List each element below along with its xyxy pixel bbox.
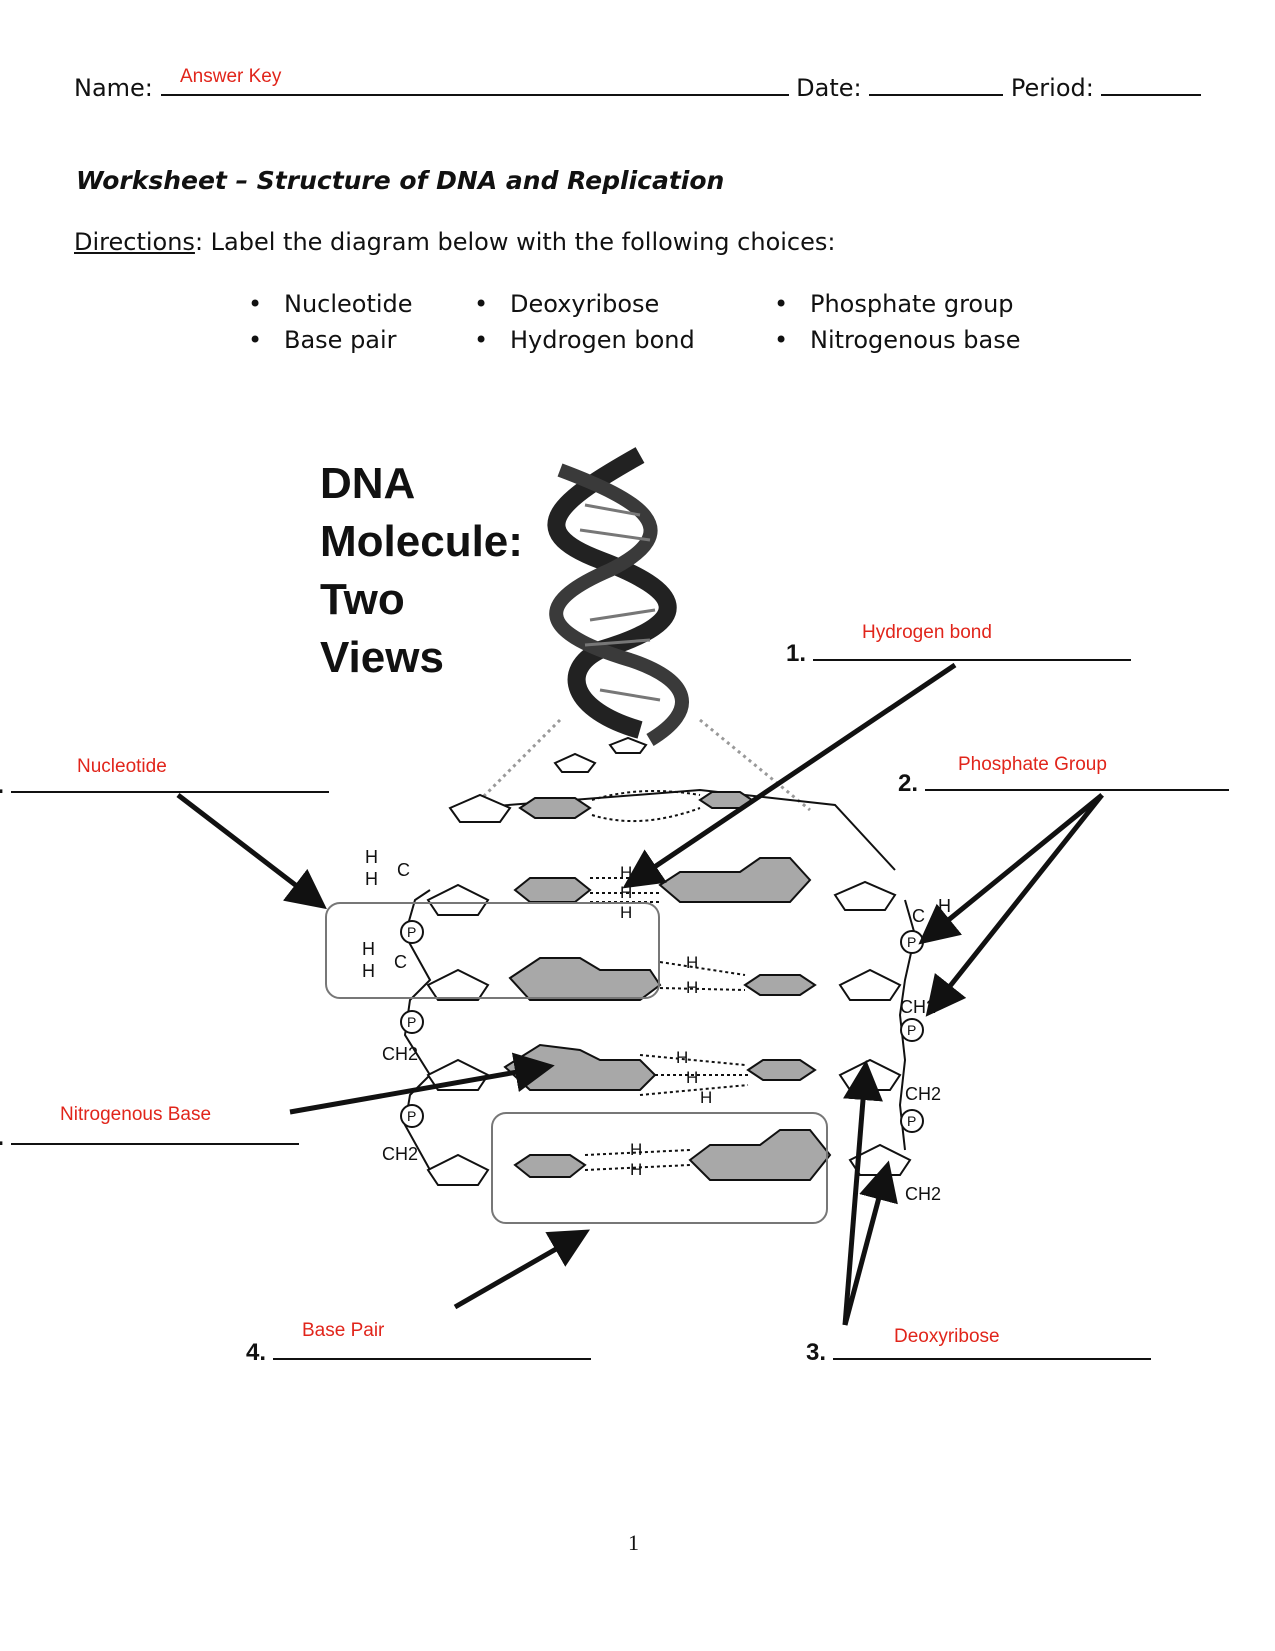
worksheet-title: Worksheet – Structure of DNA and Replica… [76, 166, 725, 195]
base-pair-box [491, 1112, 828, 1224]
hydrogen-atom-labels: H H H H H H H H H H [620, 863, 712, 1179]
svg-text:H: H [630, 1140, 642, 1159]
double-helix-icon [478, 447, 811, 812]
label-6-answer: Nitrogenous Base [60, 1104, 212, 1125]
arrow-nitrogenous-base [289, 1052, 555, 1115]
sugar-rings [426, 736, 912, 1186]
label-1-answer: Hydrogen bond [862, 622, 992, 643]
label-1: 1. [786, 640, 1131, 668]
svg-text:H: H [686, 953, 698, 972]
arrow-nucleotide [176, 793, 327, 910]
choice-item: •Hydrogen bond [474, 326, 695, 354]
atom-c: C [912, 906, 925, 926]
page-number: 1 [628, 1530, 639, 1555]
svg-text:H: H [686, 1068, 698, 1087]
atom-h: H [938, 896, 951, 916]
arrow-hydrogen-bond [622, 662, 957, 889]
label-2-field[interactable] [924, 789, 1229, 791]
hydrogen-bonds [584, 790, 749, 1171]
atom-h: H [362, 961, 375, 981]
phosphate-groups: P P P P P P [400, 920, 924, 1133]
arrow-deoxyribose-b [842, 1160, 898, 1326]
directions-label: Directions [74, 228, 195, 256]
svg-text:P: P [407, 1108, 416, 1124]
label-3-field[interactable] [832, 1358, 1151, 1360]
ch2-label: CH2 [905, 1184, 941, 1204]
name-label: Name: [74, 74, 153, 102]
period-label: Period: [1010, 74, 1094, 102]
svg-text:H: H [686, 978, 698, 997]
svg-text:P: P [407, 1014, 416, 1030]
label-6-field[interactable] [10, 1143, 299, 1145]
name-answer: Answer Key [180, 66, 282, 87]
arrow-base-pair [453, 1229, 591, 1310]
date-field[interactable] [869, 94, 1004, 96]
choice-item: •Nucleotide [248, 290, 413, 318]
svg-text:P: P [907, 1113, 916, 1129]
svg-text:H: H [620, 863, 632, 882]
svg-text:H: H [620, 903, 632, 922]
choice-item: •Base pair [248, 326, 397, 354]
svg-text:P: P [907, 934, 916, 950]
svg-text:H: H [700, 1088, 712, 1107]
diagram-heading-line: Two [320, 575, 405, 624]
atom-c: C [394, 952, 407, 972]
name-field[interactable] [160, 94, 789, 96]
choices-col-1: •Nucleotide •Base pair [248, 286, 413, 358]
directions: Directions: Label the diagram below with… [74, 228, 835, 256]
diagram-heading-line: DNA [320, 459, 415, 508]
label-2-answer: Phosphate Group [958, 754, 1107, 775]
label-5-answer: Nucleotide [77, 756, 167, 777]
svg-text:P: P [907, 1022, 916, 1038]
label-4-answer: Base Pair [302, 1320, 385, 1341]
diagram-heading: DNA Molecule: Two Views [320, 459, 523, 682]
label-5: 5. [0, 772, 329, 800]
arrow-phosphate-a [918, 793, 1104, 945]
choices-col-2: •Deoxyribose •Hydrogen bond [474, 286, 695, 358]
svg-text:P: P [407, 924, 416, 940]
atom-c: C [397, 860, 410, 880]
diagram-heading-line: Views [320, 633, 444, 682]
choice-item: •Deoxyribose [474, 290, 660, 318]
atom-h: H [365, 847, 378, 867]
choice-item: •Phosphate group [774, 290, 1014, 318]
diagram-heading-line: Molecule: [320, 517, 523, 566]
period-field[interactable] [1101, 94, 1202, 96]
label-1-field[interactable] [812, 659, 1131, 661]
nitrogenous-bases [503, 791, 832, 1181]
ch2-label: CH2 [382, 1044, 418, 1064]
svg-text:H: H [676, 1048, 688, 1067]
atom-h: H [365, 869, 378, 889]
svg-text:H: H [620, 883, 632, 902]
choices-col-3: •Phosphate group •Nitrogenous base [774, 286, 1021, 358]
label-2: 2. [898, 770, 1229, 798]
label-5-field[interactable] [10, 791, 329, 793]
ch2-label: CH2 [900, 997, 936, 1017]
atom-h: H [362, 939, 375, 959]
label-arrows [176, 662, 1104, 1326]
ch2-label: CH2 [905, 1084, 941, 1104]
label-6: 6. [0, 1124, 299, 1152]
nucleotide-box [325, 902, 660, 999]
label-4: 4. [246, 1339, 591, 1367]
choice-item: •Nitrogenous base [774, 326, 1021, 354]
date-label: Date: [796, 74, 862, 102]
arrow-deoxyribose-a [842, 1060, 883, 1326]
svg-text:H: H [630, 1160, 642, 1179]
label-4-field[interactable] [272, 1358, 591, 1360]
arrow-phosphate-b [925, 793, 1104, 1017]
label-3-answer: Deoxyribose [894, 1326, 1000, 1347]
name-line: Name: Date: Period: [74, 74, 1202, 102]
label-3: 3. [806, 1339, 1151, 1367]
ch2-label: CH2 [382, 1144, 418, 1164]
directions-text: : Label the diagram below with the follo… [194, 228, 836, 256]
